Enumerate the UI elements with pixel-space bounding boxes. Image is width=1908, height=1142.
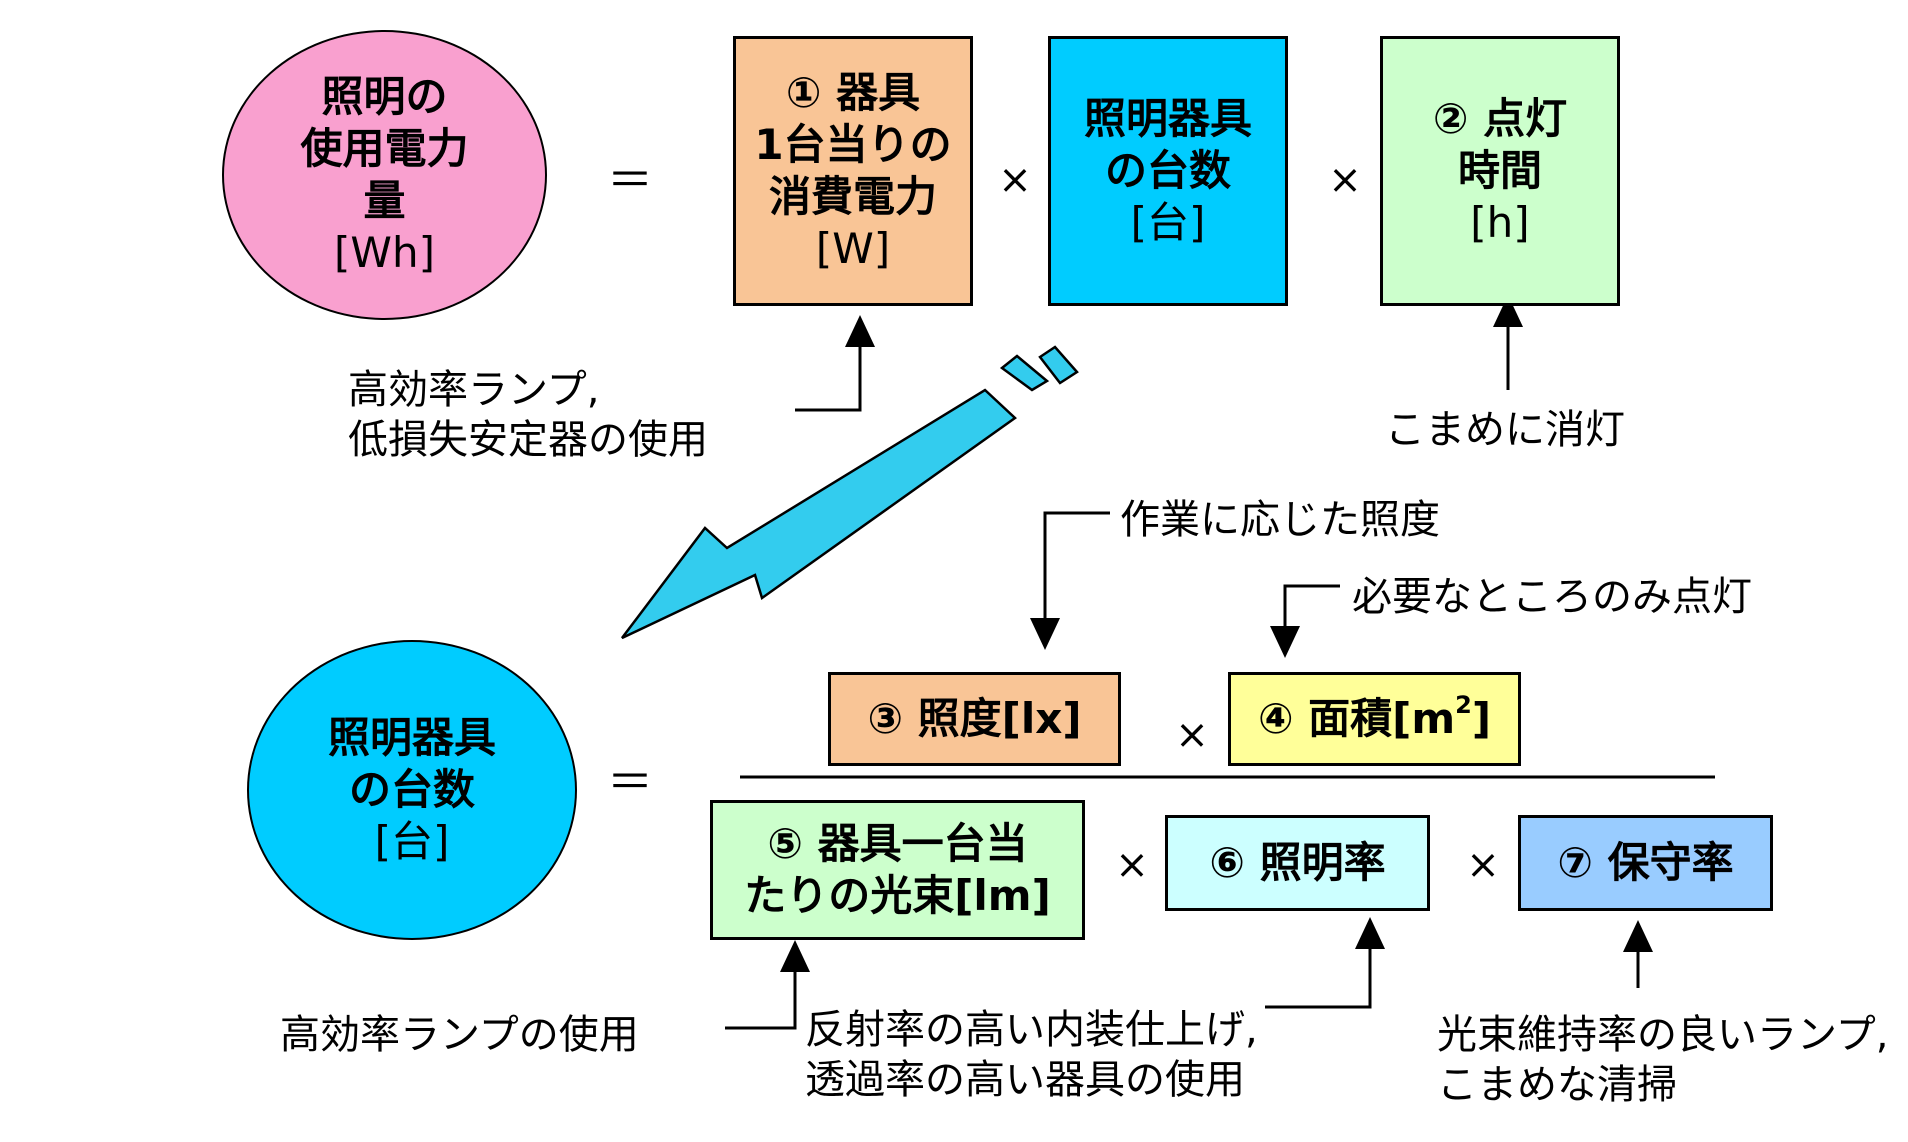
note-efficient-lamp-line2: 低損失安定器の使用: [348, 417, 708, 463]
fixture-power-box: ① 器具 1台当りの 消費電力 [W]: [733, 36, 973, 306]
fixture-power-line2: 1台当りの: [754, 120, 952, 169]
maintenance-box: ⑦ 保守率: [1518, 815, 1773, 911]
area-label: ④ 面積[m: [1257, 694, 1456, 743]
note-efficient-lamp-ballast: 高効率ランプ, 低損失安定器の使用: [348, 365, 708, 465]
fixture-count-line1: 照明器具: [1083, 94, 1252, 143]
note-efficient-lamp: 高効率ランプの使用: [280, 1012, 639, 1058]
luminous-flux-box: ⑤ 器具一台当 たりの光束[lm]: [710, 800, 1085, 940]
fixture-count-unit: [台]: [1130, 198, 1206, 247]
illuminance-label: ③ 照度[lx]: [867, 694, 1082, 743]
fixture-count-ellipse-line2: の台数: [348, 765, 475, 814]
lighting-hours-line1: ② 点灯: [1432, 94, 1568, 143]
lighting-energy-unit: [Wh]: [334, 228, 435, 277]
note-turn-off: こまめに消灯: [1385, 407, 1625, 453]
fixture-count-ellipse-unit: [台]: [374, 817, 450, 866]
top-times-2: ×: [1328, 157, 1362, 203]
fixture-power-line3: 消費電力: [768, 172, 937, 221]
lighting-energy-line1: 照明の: [321, 72, 448, 121]
area-superscript: 2: [1455, 691, 1472, 719]
illuminance-box: ③ 照度[lx]: [828, 672, 1121, 766]
times-denominator-1: ×: [1115, 842, 1149, 888]
fixture-power-line1: ① 器具: [785, 68, 921, 117]
arrow-flux: [725, 940, 810, 1030]
area-close: ]: [1471, 694, 1492, 743]
note-reflectance-line1: 反射率の高い内装仕上げ,: [805, 1007, 1258, 1053]
utilization-box: ⑥ 照明率: [1165, 815, 1430, 911]
note-task-illuminance: 作業に応じた照度: [1120, 497, 1440, 543]
lighting-hours-unit: [h]: [1470, 198, 1530, 247]
big-diagonal-arrow: [621, 345, 1079, 640]
top-equals: ＝: [607, 153, 653, 207]
note-lumen-maintenance-line1: 光束維持率の良いランプ,: [1437, 1012, 1889, 1058]
note-efficient-lamp-line1: 高効率ランプ,: [348, 367, 600, 413]
fixture-count-ellipse-line1: 照明器具: [327, 713, 496, 762]
note-area-only: 必要なところのみ点灯: [1352, 574, 1752, 620]
arrow-term1: [795, 315, 875, 412]
bottom-equals: ＝: [607, 755, 653, 809]
note-reflectance: 反射率の高い内装仕上げ, 透過率の高い器具の使用: [805, 1005, 1258, 1105]
luminous-flux-line1: ⑤ 器具一台当: [767, 819, 1028, 868]
times-denominator-2: ×: [1466, 842, 1500, 888]
utilization-label: ⑥ 照明率: [1209, 838, 1386, 887]
lighting-energy-line2: 使用電力: [300, 124, 469, 173]
note-lumen-maintenance-line2: こまめな清掃: [1437, 1062, 1677, 1108]
arrow-maint: [1623, 920, 1653, 988]
top-times-1: ×: [998, 157, 1032, 203]
maintenance-label: ⑦ 保守率: [1557, 838, 1734, 887]
arrow-illuminance: [1030, 511, 1110, 650]
fixture-power-unit: [W]: [815, 224, 891, 273]
lighting-hours-line2: 時間: [1457, 146, 1542, 195]
fixture-count-box: 照明器具 の台数 [台]: [1048, 36, 1288, 306]
lighting-hours-box: ② 点灯 時間 [h]: [1380, 36, 1620, 306]
arrow-util: [1265, 917, 1385, 1009]
times-numerator: ×: [1175, 712, 1209, 758]
note-lumen-maintenance: 光束維持率の良いランプ, こまめな清掃: [1437, 1010, 1889, 1110]
fixture-count-ellipse: 照明器具 の台数 [台]: [247, 640, 577, 940]
arrow-term3: [1493, 295, 1523, 390]
luminous-flux-line2: たりの光束[lm]: [744, 871, 1051, 920]
arrow-area: [1270, 584, 1340, 658]
lighting-energy-line3: 量: [363, 176, 406, 225]
fixture-count-line2: の台数: [1104, 146, 1231, 195]
lighting-energy-ellipse: 照明の 使用電力 量 [Wh]: [222, 30, 547, 320]
note-reflectance-line2: 透過率の高い器具の使用: [805, 1057, 1245, 1103]
